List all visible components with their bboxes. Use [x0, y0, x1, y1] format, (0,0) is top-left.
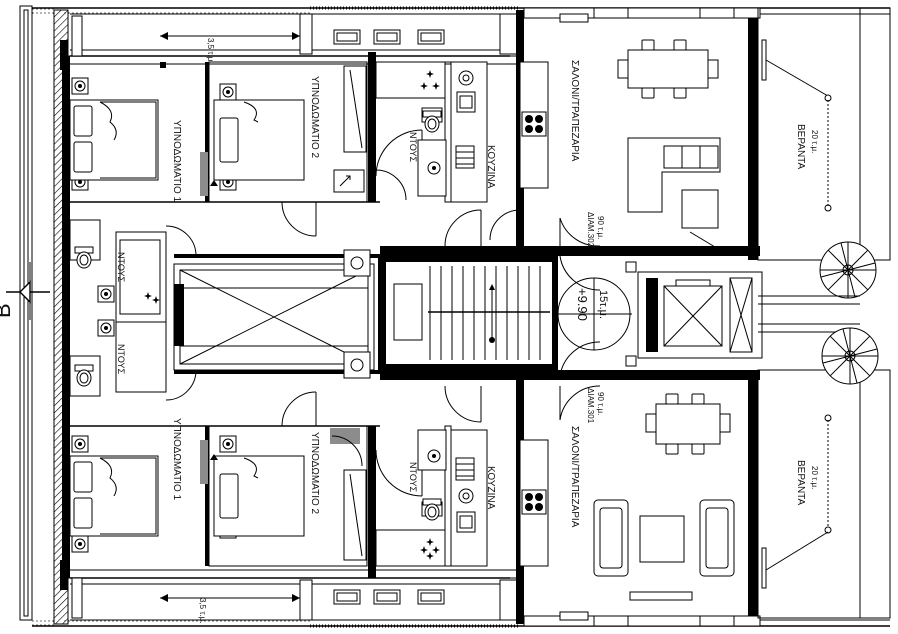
bedroom1-bottom-label: ΥΠΝΟΔΩΜΑΤΙΟ 1	[171, 418, 182, 501]
bedroom2-bottom-label: ΥΠΝΟΔΩΜΑΤΙΟ 2	[309, 432, 320, 515]
shower-main-bottom-label: ΝΤΟΥΣ	[408, 462, 418, 493]
landing	[557, 255, 637, 377]
living-top-label: ΣΑΛΟΝΙ/ΤΡΑΠΕΖΑΡΙΑ	[569, 60, 580, 162]
apt-bottom-area: 90 τ.μ.	[596, 392, 605, 415]
shower-small-top-label: ΝΤΟΥΣ	[116, 252, 126, 283]
door-swings	[281, 201, 317, 427]
bedroom2-bottom	[200, 428, 367, 561]
veranda-bottom-label: ΒΕΡΑΝΤΑ	[795, 460, 806, 506]
staircase	[378, 256, 558, 370]
lift-right	[637, 271, 860, 359]
living-bottom	[559, 385, 735, 627]
section-marker	[6, 262, 50, 320]
bathroom-bottom	[375, 429, 447, 567]
kitchen-bottom	[444, 385, 549, 567]
landing-area: 15τ.μ.	[597, 290, 609, 319]
bedroom1-top-label: ΥΠΝΟΔΩΜΑΤΙΟ 1	[171, 120, 182, 203]
living-bottom-label: ΣΑΛΟΝΙ/ΤΡΑΠΕΖΑΡΙΑ	[569, 426, 580, 528]
veranda-bottom-area: 20 τ.μ.	[810, 466, 819, 489]
veranda-top	[761, 39, 877, 299]
small-showers	[62, 219, 197, 401]
living-top	[559, 7, 735, 251]
apt-top-label: ΔΙΑΜ.302	[586, 212, 595, 248]
bedroom1-top	[69, 62, 166, 191]
bathroom-top	[375, 61, 447, 201]
balcony-bottom-area: 3,5 τ.μ.	[198, 598, 207, 624]
veranda-bottom	[761, 327, 879, 589]
section-marker-label: B	[0, 303, 15, 318]
veranda-top-label: ΒΕΡΑΝΤΑ	[795, 124, 806, 170]
apt-bottom-label: ΔΙΑΜ.301	[586, 388, 595, 424]
landing-level: +9.90	[575, 288, 590, 321]
balcony-top-area: 3,5 τ.μ.	[206, 38, 215, 64]
shower-small-bottom-label: ΝΤΟΥΣ	[116, 344, 126, 375]
veranda-top-area: 20 τ.μ.	[810, 130, 819, 153]
kitchen-bottom-label: ΚΟΥΖΙΝΑ	[485, 466, 496, 510]
kitchen-top	[444, 61, 549, 247]
kitchen-top-label: ΚΟΥΖΙΝΑ	[485, 145, 496, 189]
bedroom2-top-label: ΥΠΝΟΔΩΜΑΤΙΟ 2	[309, 76, 320, 159]
bedroom2-top	[200, 65, 367, 196]
apt-top-area: 90 τ.μ.	[596, 216, 605, 239]
shaft-left	[173, 249, 375, 379]
shower-main-top-label: ΝΤΟΥΣ	[408, 132, 418, 163]
